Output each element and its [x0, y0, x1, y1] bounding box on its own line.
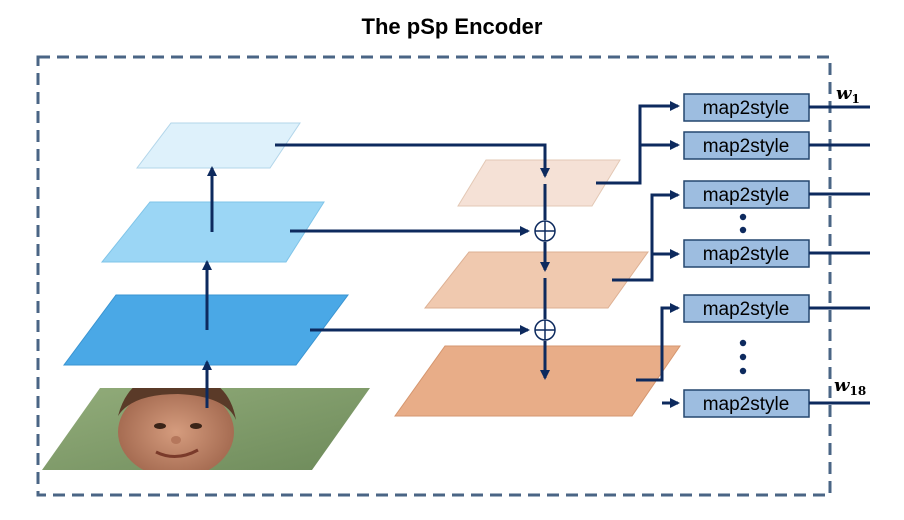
decoder-feature-map-2	[423, 251, 649, 309]
output-label-w1: w1	[836, 83, 860, 106]
plus-circle-icon	[534, 220, 556, 242]
encoder-feature-map-3	[135, 122, 301, 169]
map2style-block: map2style	[683, 389, 810, 418]
map2style-block: map2style	[683, 93, 810, 122]
branch-medium	[612, 190, 680, 282]
map2style-label: map2style	[703, 185, 790, 206]
plus-circle-icon	[534, 319, 556, 341]
map2style-label: map2style	[703, 299, 790, 320]
input-face-photo	[42, 388, 370, 470]
encoder-border	[36, 55, 832, 497]
map2style-label: map2style	[703, 244, 790, 265]
decoder-feature-map-3	[394, 345, 681, 417]
branch-fine	[636, 303, 680, 382]
map2style-label: map2style	[703, 98, 790, 119]
map2style-label: map2style	[703, 394, 790, 415]
vertical-ellipsis-icon	[739, 339, 747, 375]
map2style-block: map2style	[683, 180, 810, 209]
map2style-block: map2style	[683, 239, 810, 268]
map2style-block: map2style	[683, 294, 810, 323]
vertical-ellipsis-icon	[739, 213, 747, 234]
decoder-feature-map-1	[457, 159, 621, 207]
map2style-label: map2style	[703, 136, 790, 157]
output-label-w18: w18	[834, 375, 866, 398]
map2style-block: map2style	[683, 131, 810, 160]
lateral-connection-top	[275, 143, 550, 178]
diagram-title: The pSp Encoder	[361, 14, 543, 39]
